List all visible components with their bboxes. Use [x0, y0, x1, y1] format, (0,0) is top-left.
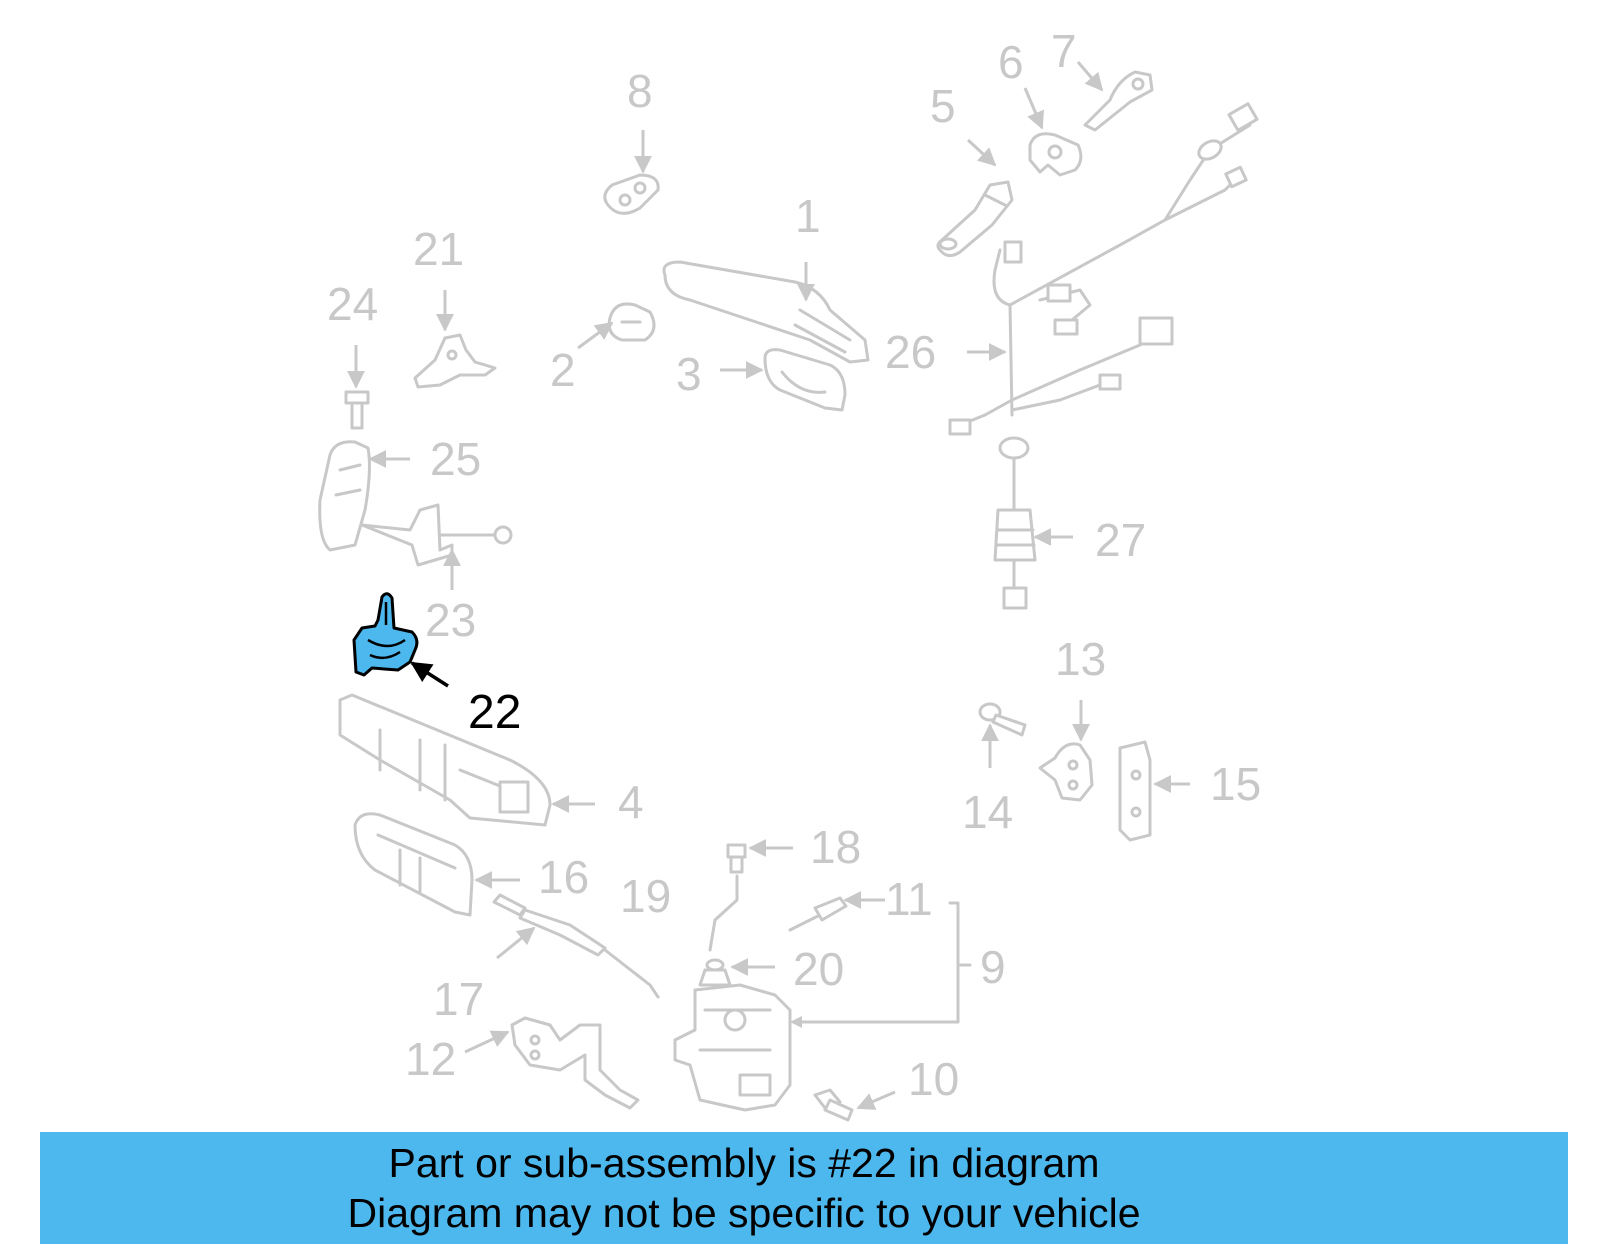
- arrow-12: [464, 1030, 510, 1054]
- callout-1[interactable]: 1: [795, 190, 821, 242]
- callout-9[interactable]: 9: [980, 941, 1006, 993]
- callout-12[interactable]: 12: [405, 1033, 456, 1085]
- callout-24[interactable]: 24: [327, 278, 378, 330]
- callout-2[interactable]: 2: [550, 344, 576, 396]
- arrow-17: [496, 926, 536, 960]
- part-4-inner-handle-housing[interactable]: [338, 693, 552, 827]
- callout-26[interactable]: 26: [885, 326, 936, 378]
- arrow-7: [1076, 61, 1104, 92]
- callout-21[interactable]: 21: [413, 223, 464, 275]
- callout-8[interactable]: 8: [627, 65, 653, 117]
- part-6-lock-housing[interactable]: [1028, 132, 1083, 177]
- callout-11[interactable]: 11: [885, 873, 933, 925]
- arrow-10: [856, 1090, 896, 1110]
- callout-5[interactable]: 5: [930, 80, 956, 132]
- part-11-cable-end[interactable]: [788, 896, 848, 932]
- callout-15[interactable]: 15: [1210, 758, 1261, 810]
- part-27-door-cable[interactable]: [993, 436, 1037, 610]
- part-5-lock-cylinder[interactable]: [936, 180, 1014, 257]
- callout-23[interactable]: 23: [425, 594, 476, 646]
- callout-19[interactable]: 19: [620, 870, 671, 922]
- callout-25[interactable]: 25: [430, 433, 481, 485]
- part-21-bracket[interactable]: [413, 333, 497, 389]
- arrow-5: [966, 138, 997, 167]
- callout-22[interactable]: 22: [468, 686, 521, 739]
- part-1-exterior-handle[interactable]: [662, 260, 870, 364]
- callout-7[interactable]: 7: [1051, 25, 1077, 77]
- part-19-rod[interactable]: [708, 874, 739, 952]
- arrow-9: [790, 1016, 802, 1028]
- arrow-22: [410, 661, 449, 688]
- callout-16[interactable]: 16: [538, 851, 589, 903]
- part-18-screw[interactable]: [726, 843, 747, 874]
- callout-27[interactable]: 27: [1095, 514, 1146, 566]
- callout-4[interactable]: 4: [618, 776, 644, 828]
- part-13-striker[interactable]: [1038, 742, 1094, 802]
- callout-6[interactable]: 6: [998, 36, 1024, 88]
- callout-20[interactable]: 20: [793, 943, 844, 995]
- callout-10[interactable]: 10: [908, 1053, 959, 1105]
- part-8-bezel[interactable]: [603, 173, 660, 215]
- part-25-cover[interactable]: [318, 440, 371, 552]
- part-9-door-latch[interactable]: [673, 901, 972, 1112]
- callout-17[interactable]: 17: [433, 973, 484, 1025]
- callout-13[interactable]: 13: [1055, 633, 1106, 685]
- part-16-trim-bezel[interactable]: [353, 812, 474, 917]
- callout-18[interactable]: 18: [810, 821, 861, 873]
- banner-line-1: Part or sub-assembly is #22 in diagram: [388, 1140, 1100, 1186]
- part-17-rod[interactable]: [492, 893, 660, 999]
- callout-14[interactable]: 14: [962, 786, 1013, 838]
- info-banner: Part or sub-assembly is #22 in diagram D…: [40, 1132, 1568, 1244]
- part-20-grommet[interactable]: [698, 958, 732, 987]
- part-14-bolt[interactable]: [978, 702, 1027, 737]
- banner-line-2: Diagram may not be specific to your vehi…: [347, 1190, 1141, 1236]
- part-15-plate[interactable]: [1118, 740, 1152, 842]
- part-12-bracket[interactable]: [510, 1016, 640, 1110]
- callout-3[interactable]: 3: [676, 348, 702, 400]
- part-24-screw[interactable]: [344, 390, 370, 430]
- part-3-handle-cover[interactable]: [763, 348, 847, 412]
- part-2-gasket[interactable]: [607, 302, 656, 342]
- part-10-bolt[interactable]: [813, 1088, 854, 1122]
- part-23-door-check[interactable]: [360, 503, 513, 567]
- part-26-wiring-harness[interactable]: [948, 102, 1259, 436]
- arrow-2: [577, 321, 614, 350]
- part-22-highlighted[interactable]: [352, 592, 419, 677]
- part-7-lever[interactable]: [1083, 70, 1154, 132]
- arrow-6: [1023, 87, 1044, 130]
